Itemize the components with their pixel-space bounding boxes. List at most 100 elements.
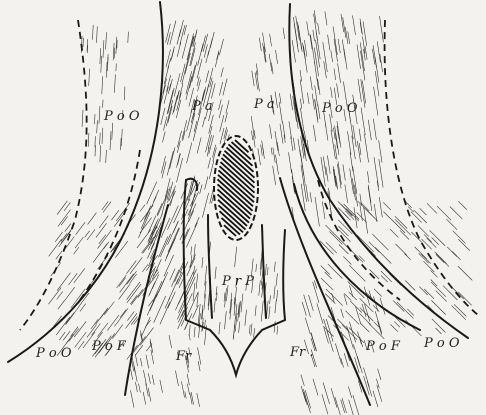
hatch-stroke (255, 305, 256, 316)
hatch-stroke (120, 310, 126, 318)
hatch-stroke (65, 237, 75, 250)
hatch-stroke (187, 143, 192, 164)
hatch-stroke (170, 21, 176, 45)
hatch-stroke (436, 254, 444, 262)
hatch-stroke (226, 100, 229, 113)
hatch-stroke (368, 187, 372, 211)
hatch-stroke (454, 304, 466, 316)
hatch-stroke (310, 76, 312, 90)
hatch-stroke (298, 139, 301, 156)
hatch-stroke (185, 269, 197, 295)
hatch-stroke (346, 209, 359, 222)
hatch-stroke (395, 216, 407, 228)
hatch-stroke (224, 127, 227, 139)
hatch-stroke (178, 262, 188, 285)
hatch-stroke (189, 334, 190, 340)
hatch-stroke (135, 354, 137, 366)
hatch-stroke (245, 310, 247, 326)
hatch-stroke (163, 117, 167, 131)
hatch-stroke (326, 242, 337, 253)
hatch-stroke (74, 247, 79, 254)
hatch-stroke (275, 300, 276, 314)
hatch-stroke (100, 48, 101, 64)
label-pa-left: P a (191, 99, 213, 114)
hatch-stroke (186, 223, 197, 248)
hatch-stroke (267, 301, 269, 317)
hatch-stroke (360, 323, 369, 332)
hatch-stroke (357, 235, 374, 252)
hatch-stroke (343, 256, 351, 264)
hatch-stroke (215, 267, 216, 279)
hatch-stroke (333, 166, 336, 183)
oval-foramen (214, 136, 258, 240)
hatch-stroke (71, 327, 78, 337)
hatch-stroke (360, 202, 369, 211)
hatch-stroke (181, 381, 184, 397)
hatch-stroke (435, 252, 447, 264)
hatch-stroke (134, 368, 137, 382)
right-outer-contour (289, 4, 468, 338)
hatch-stroke (197, 137, 201, 153)
hatch-stroke (197, 59, 202, 79)
hatch-stroke (200, 185, 202, 194)
hatch-stroke (341, 204, 352, 215)
hatch-stroke (139, 212, 151, 238)
hatch-stroke (348, 387, 351, 398)
hatch-stroke (305, 318, 310, 334)
hatch-stroke (88, 133, 89, 147)
hatch-stroke (63, 331, 70, 340)
label-fr-left: Fr (175, 349, 192, 364)
hatch-stroke (283, 28, 285, 39)
hatch-stroke (277, 290, 278, 301)
hatch-stroke (290, 94, 292, 110)
hatch-stroke (57, 273, 70, 291)
label-po-o-left-bottom: P o O (35, 346, 72, 361)
hatch-stroke (202, 117, 205, 127)
hatch-stroke (114, 74, 115, 92)
hatch-stroke (364, 134, 368, 162)
hatch-stroke (252, 71, 254, 87)
hatch-stroke (313, 30, 315, 41)
hatch-stroke (119, 278, 126, 287)
hatch-stroke (390, 229, 399, 238)
hatch-stroke (194, 327, 195, 337)
hatch-stroke (182, 34, 188, 59)
hatch-stroke (270, 34, 272, 47)
hatch-stroke (326, 225, 341, 240)
hatch-stroke (383, 202, 391, 210)
hatch-stroke (103, 40, 104, 58)
hatch-stroke (374, 157, 379, 187)
hatch-stroke (100, 133, 101, 145)
hatch-stroke (99, 216, 108, 228)
hatch-stroke (160, 380, 163, 393)
hatch-stroke (321, 157, 325, 187)
hatch-stroke (170, 147, 175, 169)
hatch-stroke (353, 395, 359, 415)
hatch-stroke (100, 145, 101, 162)
hatch-stroke (187, 384, 189, 395)
hatch-stroke (121, 129, 122, 146)
hatch-stroke (325, 11, 327, 25)
hatch-stroke (344, 49, 347, 70)
hatch-stroke (391, 219, 405, 233)
hatch-stroke (258, 148, 261, 165)
hatch-stroke (269, 306, 270, 319)
hatch-stroke (365, 46, 367, 59)
hatch-stroke (219, 105, 222, 118)
label-po-o-right-bottom: P o O (423, 336, 460, 351)
hatch-stroke (335, 344, 341, 365)
hatch-stroke (302, 302, 306, 316)
hatch-stroke (205, 177, 208, 190)
hatch-stroke (143, 392, 146, 405)
hatch-stroke (163, 78, 167, 93)
hatch-stroke (373, 391, 378, 407)
hatch-stroke (198, 347, 201, 364)
hatch-stroke (169, 335, 172, 348)
hatch-stroke (193, 305, 199, 318)
hatch-stroke (276, 155, 279, 175)
hatch-stroke (196, 274, 198, 289)
hatch-stroke (301, 386, 306, 402)
hatch-stroke (214, 298, 215, 312)
hatch-stroke (338, 39, 340, 53)
